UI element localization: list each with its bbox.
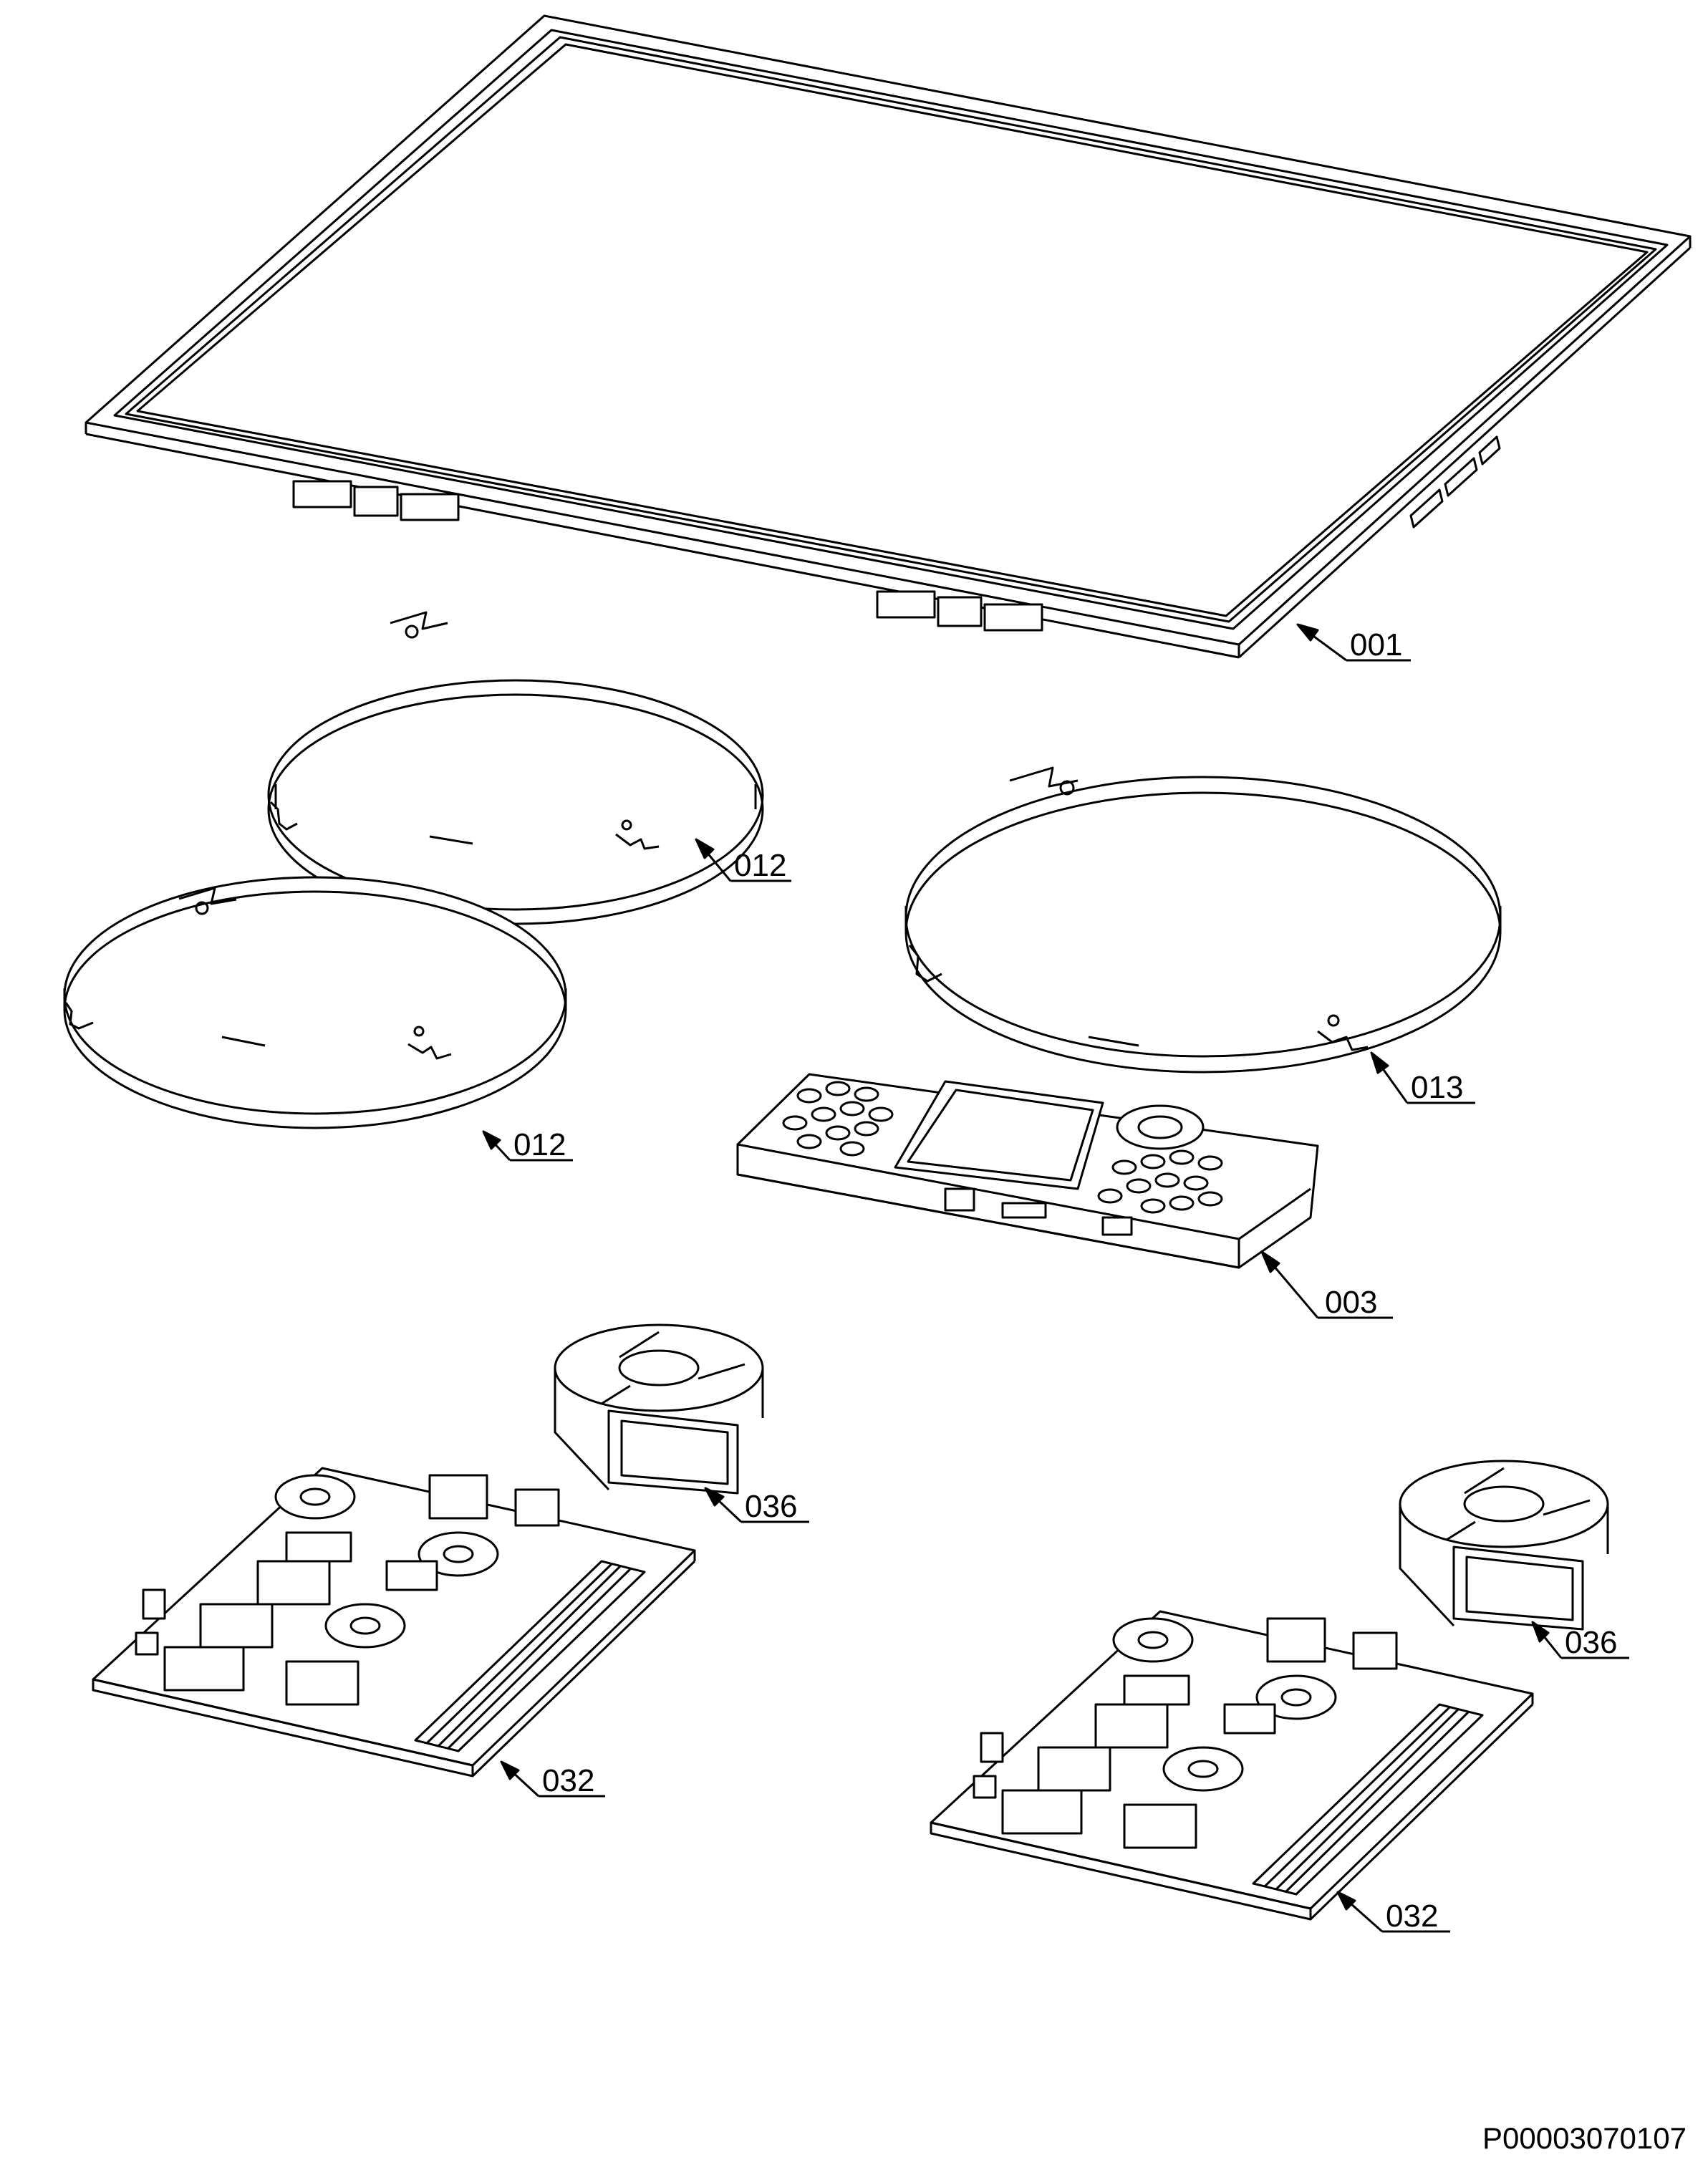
cooling-fan-right-part-036: [1399, 1460, 1609, 1631]
induction-coil-bottom-left-part-012: [63, 876, 567, 1129]
callout-032-right: 032: [1386, 1899, 1438, 1934]
callout-001: 001: [1350, 627, 1402, 662]
callout-036-left: 036: [745, 1489, 797, 1524]
induction-coil-right-part-013: [904, 766, 1502, 1074]
callout-012-bottom: 012: [513, 1127, 566, 1162]
heatsink-left: [414, 1560, 646, 1752]
control-board-part-003: [736, 1073, 1319, 1269]
power-board-right-part-032: [930, 1610, 1534, 1921]
touch-keys-right: [1097, 1149, 1223, 1214]
hob-frame-part-001: [85, 14, 1692, 659]
power-board-left-part-032: [92, 1467, 696, 1778]
cooling-fan-left-part-036: [554, 1323, 764, 1495]
heatsink-right: [1252, 1703, 1484, 1896]
callout-leaders: [482, 623, 1629, 1933]
callout-032-left: 032: [542, 1763, 594, 1798]
document-id: P00003070107: [1482, 2121, 1687, 2155]
callout-013: 013: [1411, 1070, 1463, 1105]
touch-keys-left: [782, 1081, 894, 1157]
callout-003: 003: [1325, 1285, 1377, 1320]
callout-036-right: 036: [1565, 1625, 1617, 1660]
callout-012-top: 012: [734, 848, 786, 883]
